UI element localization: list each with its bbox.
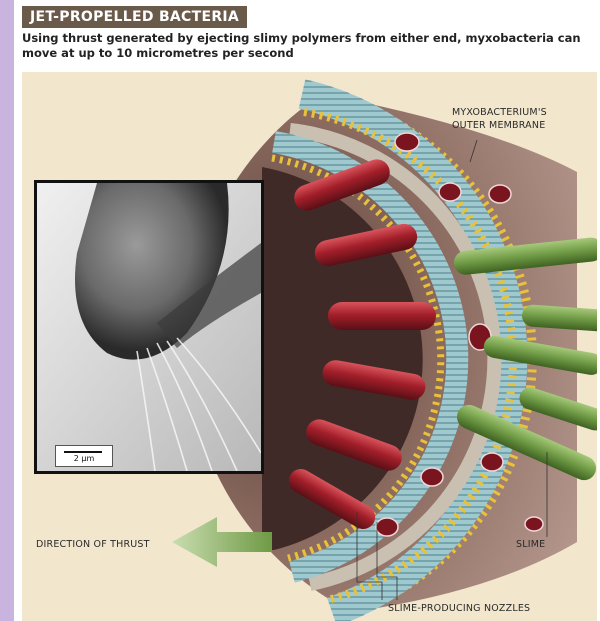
pore [481,453,503,471]
pore [395,133,419,151]
pore [525,517,543,531]
micrograph-image [37,183,261,471]
pore [421,468,443,486]
pore [376,518,398,536]
outer-membrane-label: MYXOBACTERIUM'S OUTER MEMBRANE [452,106,547,132]
slime-label: SLIME [516,538,545,551]
pore [489,185,511,203]
figure-subtitle: Using thrust generated by ejecting slimy… [22,31,592,61]
outer-membrane-label-line2: OUTER MEMBRANE [452,119,547,132]
direction-of-thrust-label: DIRECTION OF THRUST [36,538,150,551]
figure-title: JET-PROPELLED BACTERIA [22,6,247,28]
slime-producing-nozzles-label: SLIME-PRODUCING NOZZLES [388,602,530,615]
figure-frame: JET-PROPELLED BACTERIA Using thrust gene… [14,0,600,621]
scale-bar-label: 2 μm [56,454,112,463]
pore [439,183,461,201]
outer-membrane-label-line1: MYXOBACTERIUM'S [452,106,547,119]
scale-bar: 2 μm [55,445,113,467]
scale-bar-line [64,451,102,453]
electron-micrograph: 2 μm [34,180,264,474]
nozzle-tube [328,302,436,330]
